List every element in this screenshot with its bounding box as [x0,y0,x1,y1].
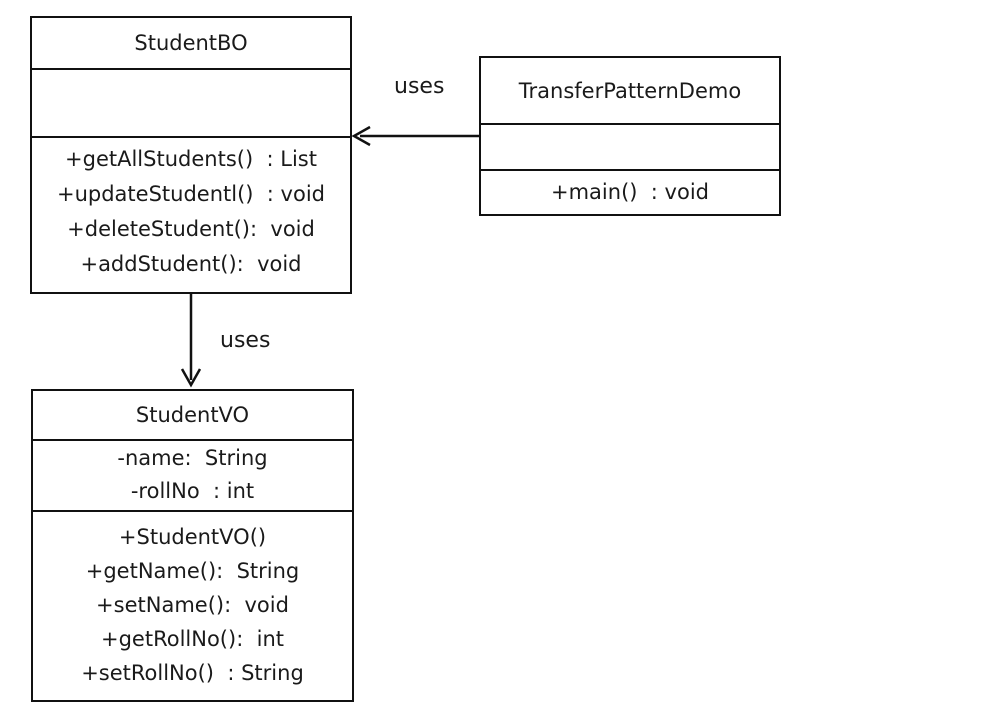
class-name-text: TransferPatternDemo [518,78,742,103]
methods-section: +getAllStudents() : List +updateStudentl… [32,136,350,282]
class-name: StudentVO [33,391,352,439]
uses-label-bo-vo: uses [220,328,271,353]
method: +getAllStudents() : List [65,147,317,171]
class-student-vo: StudentVO -name: String -rollNo : int +S… [31,389,354,702]
method: +setName(): void [96,593,289,617]
class-name: TransferPatternDemo [481,58,779,123]
method: +setRollNo() : String [81,661,304,685]
attribute: -rollNo : int [130,479,255,503]
class-student-bo: StudentBO +getAllStudents() : List +upda… [30,16,352,294]
class-name-text: StudentVO [135,403,250,427]
methods-section: +StudentVO() +getName(): String +setName… [33,510,352,690]
uses-arrow-bo-to-vo [180,293,202,388]
attributes-section [32,68,350,136]
method: +getRollNo(): int [101,627,284,651]
method: +StudentVO() [118,525,267,549]
uses-arrow-demo-to-bo [351,125,480,147]
attributes-section: -name: String -rollNo : int [33,439,352,510]
class-name-text: StudentBO [134,31,248,55]
method: +updateStudentl() : void [56,182,326,206]
method: +addStudent(): void [80,252,302,276]
method: +getName(): String [85,559,300,583]
attribute: -name: String [117,446,268,470]
class-name: StudentBO [32,18,350,68]
class-transfer-pattern-demo: TransferPatternDemo +main() : void [479,56,781,216]
method: +main() : void [551,180,709,204]
attributes-section [481,123,779,169]
uses-label-demo-bo: uses [394,74,445,99]
method: +deleteStudent(): void [67,217,315,241]
methods-section: +main() : void [481,169,779,210]
